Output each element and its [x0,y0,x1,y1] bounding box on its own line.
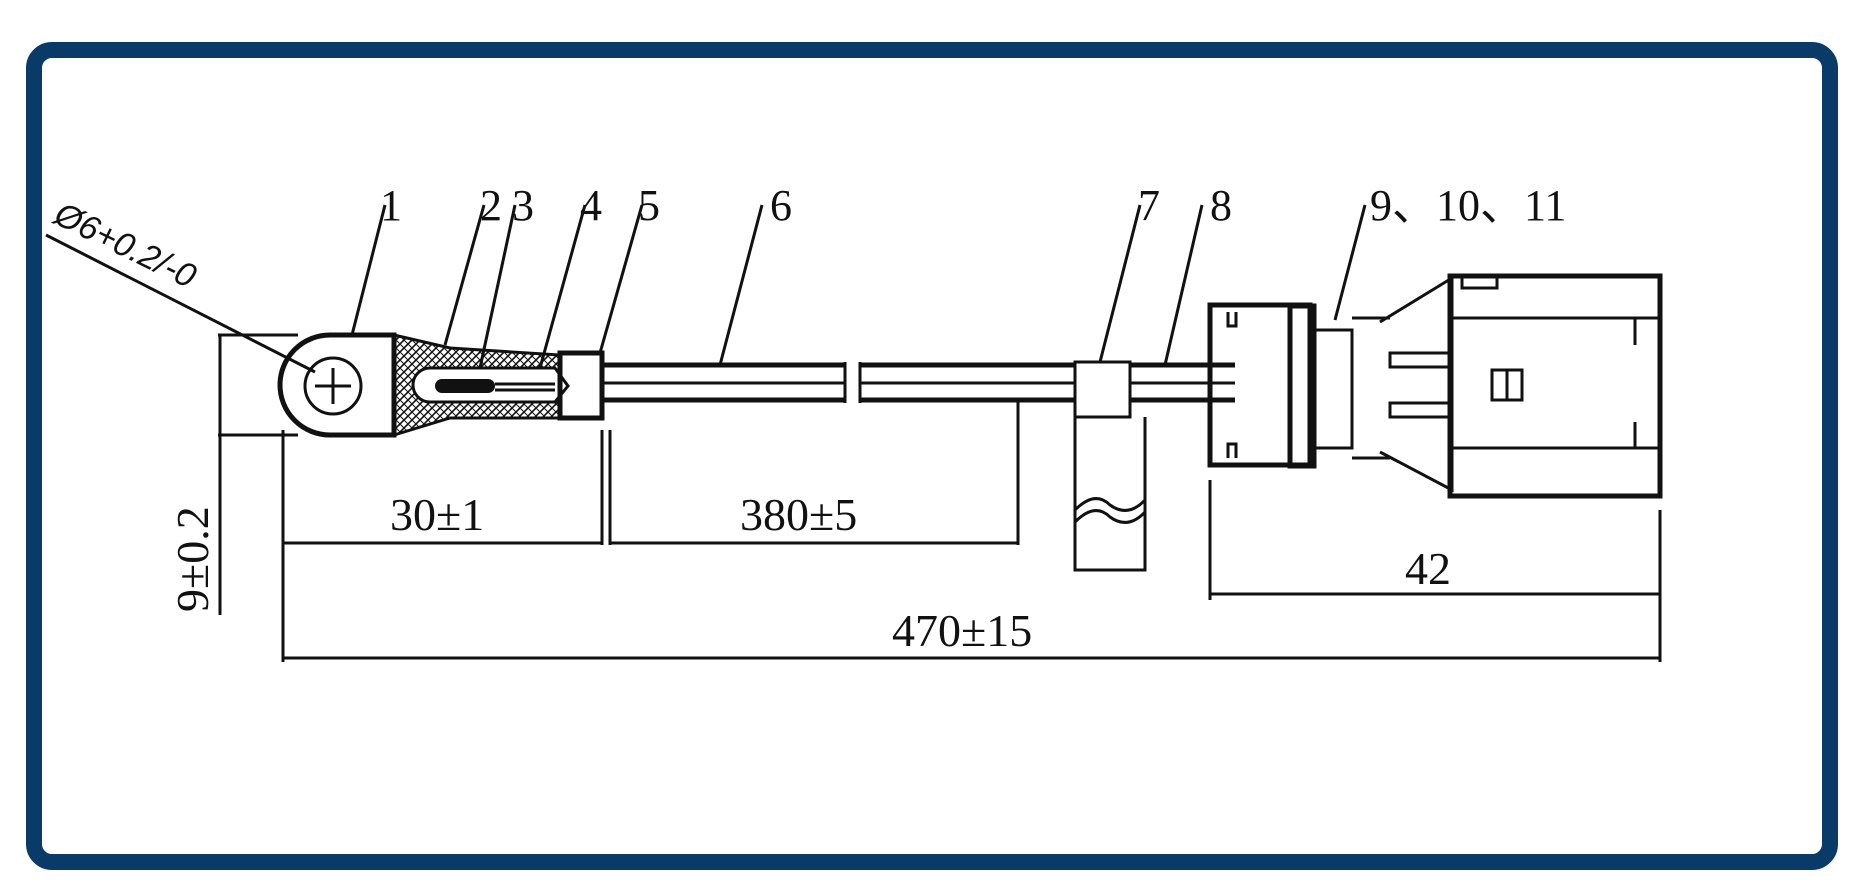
callout-9-10-11: 9、10、11 [1370,181,1566,230]
callout-8: 8 [1210,181,1232,230]
dimension-lines [218,333,1662,662]
total-length-label: 470±15 [892,605,1032,656]
callout-5: 5 [638,181,660,230]
label-sleeve [1073,360,1147,572]
callout-4: 4 [580,181,602,230]
connector [1207,273,1663,499]
ring-lug [277,332,397,438]
callout-3: 3 [512,181,534,230]
sensor-length-label: 30±1 [390,489,484,540]
callout-6: 6 [770,181,792,230]
connector-length-label: 42 [1405,543,1451,594]
callout-1: 1 [380,181,402,230]
callout-leaders [45,204,1367,374]
dimension-labels: Ø6+0.2/-0 9±0.2 30±1 380±5 42 470±15 [48,195,1451,656]
drawing-frame [26,42,1838,870]
cable-length-label: 380±5 [740,489,857,540]
lug-hole [303,356,363,416]
callout-labels: 1 2 3 4 5 6 7 8 9、10、11 [380,181,1566,230]
callout-7: 7 [1138,181,1160,230]
lug-height-label: 9±0.2 [167,506,218,612]
hole-diameter-label: Ø6+0.2/-0 [48,195,202,296]
cable [602,362,1235,403]
sensor-housing [392,333,605,438]
callout-2: 2 [480,181,502,230]
